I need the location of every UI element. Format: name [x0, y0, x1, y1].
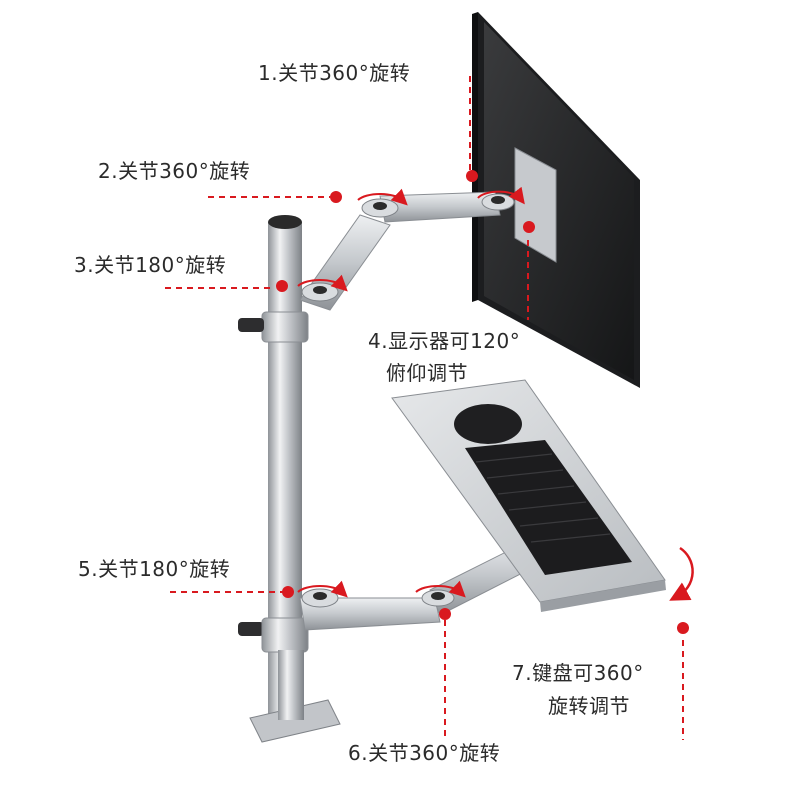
upper-arm: [299, 191, 515, 311]
joint-markers: [276, 170, 689, 634]
marker-joint-2: [330, 191, 342, 203]
marker-monitor-tilt: [523, 221, 535, 233]
marker-joint-5: [282, 586, 294, 598]
label-joint-5: 5.关节180°旋转: [78, 557, 231, 581]
lower-knob-icon: [238, 622, 264, 636]
leader-lines: [165, 76, 684, 740]
marker-joint-6: [439, 608, 451, 620]
rotate-arrow-icon: [357, 188, 408, 206]
marker-joint-1: [466, 170, 478, 182]
label-joint-3: 3.关节180°旋转: [74, 253, 227, 277]
label-monitor-tilt-line2: 俯仰调节: [386, 361, 468, 385]
vertical-pole: [238, 215, 341, 743]
label-joint-1: 1.关节360°旋转: [258, 61, 411, 85]
upper-knob-icon: [238, 318, 264, 332]
label-joint-2: 2.关节360°旋转: [98, 159, 251, 183]
keyboard: [465, 440, 632, 575]
label-keyboard-line2: 旋转调节: [548, 694, 630, 718]
marker-keyboard-rotate: [677, 622, 689, 634]
rotate-arrow-icon: [297, 274, 348, 292]
label-monitor-tilt-line1: 4.显示器可120°: [368, 329, 521, 353]
rotate-arrow-icon: [415, 580, 466, 598]
keyboard-rotate-arrow-icon: [669, 546, 694, 601]
marker-joint-3: [276, 280, 288, 292]
monitor: [472, 12, 640, 388]
rotate-arrow-icon: [477, 186, 525, 205]
label-keyboard-line1: 7.键盘可360°: [512, 661, 644, 685]
rotate-arrow-icon: [297, 580, 348, 598]
mouse: [454, 404, 522, 444]
keyboard-tray: [391, 379, 666, 612]
rotation-arrows: [297, 186, 694, 601]
label-joint-6: 6.关节360°旋转: [348, 741, 501, 765]
